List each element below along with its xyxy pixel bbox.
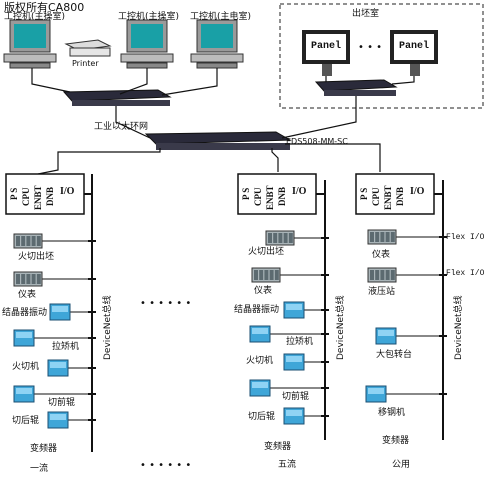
plcc-dnb: DNB bbox=[395, 186, 405, 206]
pc3-label: 工控机(主电室) bbox=[190, 12, 252, 22]
plc5-cpu: CPU bbox=[253, 187, 263, 207]
s5-item-2: 结晶器振动 bbox=[234, 305, 280, 315]
pc3-icon bbox=[190, 19, 244, 69]
s5-item-1: 仪表 bbox=[254, 286, 273, 296]
s1-item-6: 切后辊 bbox=[12, 416, 40, 426]
motor-icon bbox=[283, 407, 305, 425]
s1-item-7: 变频器 bbox=[30, 444, 58, 454]
s1-item-3: 拉矫机 bbox=[52, 342, 80, 352]
panel-right-label: Panel bbox=[399, 41, 430, 52]
outlet-room-label: 出坯室 bbox=[352, 9, 380, 19]
plcc-cpu: CPU bbox=[371, 187, 381, 207]
motor-icon bbox=[375, 327, 397, 345]
s5-item-7: 变频器 bbox=[264, 442, 292, 452]
devicenet-label-common: DeviceNet总线 bbox=[454, 295, 464, 360]
watermark: 版权所有CA800 bbox=[4, 1, 85, 14]
switch-model-label: EDS508-MM-SC bbox=[286, 137, 348, 146]
s1-item-4: 火切机 bbox=[12, 362, 40, 372]
plc1-enbt: ENBT bbox=[33, 185, 43, 210]
plc-rack-5 bbox=[237, 173, 317, 215]
motor-icon bbox=[47, 411, 69, 429]
pc1-label: 工控机(主操室) bbox=[4, 12, 66, 22]
motor-icon bbox=[13, 385, 35, 403]
motor-icon bbox=[249, 325, 271, 343]
motor-icon bbox=[13, 329, 35, 347]
plc-rack-1 bbox=[5, 173, 85, 215]
motor-icon bbox=[283, 301, 305, 319]
printer-label: Printer bbox=[72, 59, 99, 68]
s5-item-4: 火切机 bbox=[246, 356, 274, 366]
plc5-dnb: DNB bbox=[277, 186, 287, 206]
pc2-label: 工控机(主操室) bbox=[118, 12, 180, 22]
c-item-2: 大包转台 bbox=[376, 350, 413, 360]
devicenet-label-1: DeviceNet总线 bbox=[103, 295, 113, 360]
bottom-dots: • • • • • • bbox=[140, 460, 192, 471]
ring-label: 工业以太环网 bbox=[94, 122, 149, 132]
c-item-4: 变频器 bbox=[382, 436, 410, 446]
s5-item-3: 拉矫机 bbox=[286, 337, 314, 347]
s1-item-1: 仪表 bbox=[18, 290, 37, 300]
plc5-ps: P S bbox=[241, 187, 251, 200]
s1-item-2: 结晶器振动 bbox=[2, 308, 48, 318]
s5-item-0: 火切出坯 bbox=[248, 247, 285, 257]
motor-icon bbox=[283, 353, 305, 371]
cabinet-icon bbox=[13, 233, 43, 249]
common-title: 公用 bbox=[392, 460, 411, 470]
plcc-io: I/O bbox=[410, 186, 425, 197]
motor-icon bbox=[49, 303, 71, 321]
middle-dots: • • • • • • bbox=[140, 298, 192, 309]
switch-left-icon bbox=[62, 89, 172, 106]
motor-icon bbox=[365, 385, 387, 403]
panel-dots: • • • bbox=[358, 42, 383, 53]
panel-left-label: Panel bbox=[311, 41, 342, 52]
plc1-dnb: DNB bbox=[45, 186, 55, 206]
c-item-0: 仪表 bbox=[372, 250, 391, 260]
plc5-enbt: ENBT bbox=[265, 185, 275, 210]
s1-item-0: 火切出坯 bbox=[18, 252, 55, 262]
outlet-room-box bbox=[279, 3, 484, 109]
panel-left-icon bbox=[302, 30, 350, 76]
switch-right-icon bbox=[314, 79, 398, 96]
plcc-ps: P S bbox=[359, 187, 369, 200]
panel-right-icon bbox=[390, 30, 438, 76]
cabinet-icon bbox=[251, 267, 281, 283]
s5-item-6: 切后辊 bbox=[248, 412, 276, 422]
plc1-cpu: CPU bbox=[21, 187, 31, 207]
plc1-io: I/O bbox=[60, 186, 75, 197]
flex-io-1: Flex I/O bbox=[446, 233, 485, 242]
motor-icon bbox=[249, 379, 271, 397]
plcc-enbt: ENBT bbox=[383, 185, 393, 210]
strand5-title: 五流 bbox=[278, 460, 297, 470]
s5-item-5: 切前辊 bbox=[282, 392, 310, 402]
cabinet-icon bbox=[13, 271, 43, 287]
printer-icon bbox=[64, 39, 112, 57]
s1-item-5: 切前辊 bbox=[48, 398, 76, 408]
plc-rack-common bbox=[355, 173, 435, 215]
motor-icon bbox=[47, 359, 69, 377]
pc1-icon bbox=[3, 19, 57, 69]
strand1-title: 一流 bbox=[30, 464, 49, 474]
cabinet-icon bbox=[367, 229, 397, 245]
main-switch-icon bbox=[144, 131, 292, 150]
flex-io-2: Flex I/O bbox=[446, 269, 485, 278]
cabinet-icon bbox=[265, 230, 295, 246]
plc1-ps: P S bbox=[9, 187, 19, 200]
cabinet-icon bbox=[367, 267, 397, 283]
c-item-1: 液压站 bbox=[368, 287, 396, 297]
plc5-io: I/O bbox=[292, 186, 307, 197]
c-item-3: 移钢机 bbox=[378, 408, 406, 418]
devicenet-label-5: DeviceNet总线 bbox=[336, 295, 346, 360]
pc2-icon bbox=[120, 19, 174, 69]
